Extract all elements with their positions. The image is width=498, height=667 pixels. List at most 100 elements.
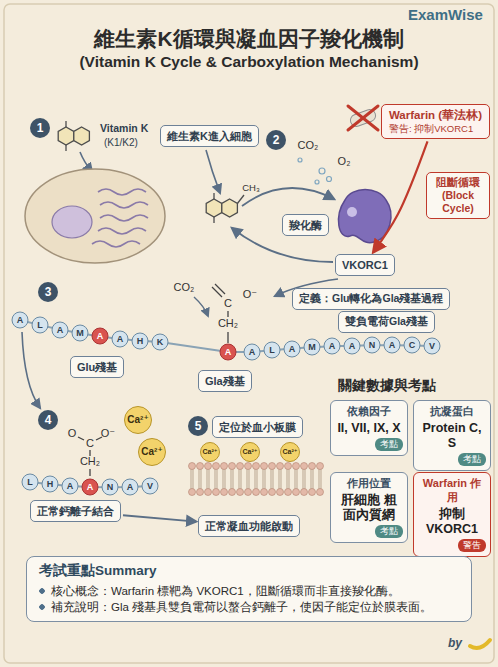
calcium-ion: Ca²⁺ bbox=[240, 442, 260, 462]
node-text: 依賴因子 bbox=[335, 405, 403, 419]
art-shape bbox=[78, 437, 84, 440]
chem-label: C bbox=[86, 437, 94, 450]
art-shape bbox=[89, 469, 90, 476]
node-text: 作用位置 bbox=[335, 477, 403, 491]
amino-bead: C bbox=[404, 337, 421, 354]
credit: by bbox=[448, 636, 462, 650]
subtitle: (Vitamin K Cycle & Carboxylation Mechani… bbox=[79, 53, 418, 72]
connector-arrow bbox=[123, 515, 196, 521]
node-text: 維生素K進入細胞 bbox=[167, 129, 252, 143]
platelet-membrane bbox=[188, 462, 324, 496]
art-shape bbox=[92, 241, 140, 247]
node-text: 阻斷循環 (Block Cycle) bbox=[433, 176, 483, 215]
node-text: 抗凝蛋白 bbox=[418, 405, 486, 419]
art-shape bbox=[327, 177, 332, 182]
node-text: 正常凝血功能啟動 bbox=[205, 519, 293, 533]
node-text: 雙負電荷Gla殘基 bbox=[345, 315, 428, 329]
amino-bead: N bbox=[102, 479, 119, 496]
node-subtext: 補充說明：Gla 殘基具雙負電荷以螯合鈣離子，使因子能定位於膜表面。 bbox=[39, 599, 459, 615]
node-subtext: 警告 bbox=[458, 539, 486, 552]
amino-bead: K bbox=[152, 334, 169, 351]
vitamin-k-molecule bbox=[206, 193, 244, 223]
step-box: 維生素K進入細胞 bbox=[160, 125, 259, 147]
callout-number: 2 bbox=[266, 130, 286, 150]
art-shape bbox=[100, 215, 148, 221]
art-shape bbox=[213, 193, 214, 199]
warfarin-pill bbox=[348, 106, 378, 130]
amino-bead: A bbox=[82, 479, 99, 496]
chem-label: CO₂ bbox=[298, 139, 319, 152]
art-shape bbox=[25, 169, 165, 263]
node-subtext: 抑制 VKORC1 bbox=[418, 507, 486, 537]
enzyme-label: 羧化酶 bbox=[282, 214, 329, 236]
art-shape bbox=[206, 199, 222, 217]
art-shape bbox=[348, 106, 378, 130]
art-shape bbox=[52, 206, 92, 238]
node-text: Gla殘基 bbox=[205, 374, 245, 388]
art-shape bbox=[213, 217, 214, 223]
amino-bead: M bbox=[72, 325, 89, 342]
node-text: Warfarin (華法林) bbox=[389, 108, 482, 123]
key-card: 依賴因子II, VII, IX, X考點 bbox=[330, 400, 408, 456]
amino-bead: A bbox=[324, 338, 341, 355]
art-shape bbox=[212, 287, 222, 297]
gla-bonds bbox=[212, 284, 228, 343]
art-shape bbox=[65, 145, 66, 151]
chem-label: O bbox=[68, 427, 77, 440]
chem-label: O⁻ bbox=[243, 288, 257, 301]
chem-label: O⁻ bbox=[101, 427, 115, 440]
brand-mark: ExamWise bbox=[408, 6, 483, 24]
amino-bead: A bbox=[12, 312, 29, 329]
amino-bead: A bbox=[112, 330, 129, 347]
node-subtext: 考點 bbox=[458, 453, 486, 466]
key-card: Warfarin 作用抑制 VKORC1 警告 bbox=[413, 472, 491, 557]
amino-bead: A bbox=[344, 337, 361, 354]
co2-arrow bbox=[194, 297, 208, 316]
amino-bead: A bbox=[220, 344, 237, 361]
art-shape bbox=[92, 189, 148, 247]
enzyme-label: VKORC1 bbox=[335, 254, 395, 276]
calcium-ion: Ca²⁺ bbox=[138, 438, 166, 466]
node-text: VKORC1 bbox=[342, 258, 388, 272]
art-shape bbox=[215, 284, 225, 294]
node-text: Glu殘基 bbox=[77, 360, 117, 374]
calcium-ion: Ca²⁺ bbox=[280, 442, 300, 462]
art-shape bbox=[348, 106, 378, 130]
art-shape bbox=[298, 158, 302, 162]
node-text: 定位於血小板膜 bbox=[219, 420, 296, 434]
art-shape bbox=[98, 228, 146, 234]
result-box: 定位於血小板膜 bbox=[212, 416, 303, 438]
amino-bead: V bbox=[424, 338, 441, 355]
amino-bead: A bbox=[62, 478, 79, 495]
art-shape bbox=[222, 199, 238, 217]
connector-arrow bbox=[373, 141, 427, 252]
chem-label: Vitamin K bbox=[100, 122, 148, 135]
gas-bubbles bbox=[298, 158, 332, 184]
node-subtext: 考點 bbox=[375, 438, 403, 451]
art-shape bbox=[89, 450, 90, 456]
chem-label: O₂ bbox=[338, 155, 351, 168]
section-heading: 關鍵數據與考點 bbox=[338, 378, 436, 394]
node-text: 定義：Glu轉化為Gla殘基過程 bbox=[299, 292, 443, 306]
art-shape bbox=[339, 190, 391, 243]
node-text: Warfarin 作用 bbox=[418, 477, 486, 505]
result-box: 正常凝血功能啟動 bbox=[198, 515, 300, 537]
calcium-ion: Ca²⁺ bbox=[200, 442, 220, 462]
amino-bead: A bbox=[244, 344, 261, 361]
node-subtext: 考點 bbox=[375, 525, 403, 538]
uptake-arrow bbox=[206, 150, 220, 193]
art-shape bbox=[65, 121, 66, 127]
chem-label: CO₂ bbox=[174, 281, 195, 294]
callout-number: 3 bbox=[38, 282, 58, 302]
amino-bead: A bbox=[122, 479, 139, 496]
node-subtext: 警告: 抑制VKORC1 bbox=[389, 123, 482, 135]
node-subtext: 肝細胞 粗面內質網 bbox=[335, 493, 403, 523]
amino-bead: A bbox=[384, 337, 401, 354]
amino-bead: L bbox=[264, 342, 281, 359]
callout-number: 4 bbox=[38, 410, 58, 430]
amino-bead: N bbox=[364, 337, 381, 354]
amino-bead: A bbox=[284, 340, 301, 357]
key-card: 抗凝蛋白Protein C, S考點 bbox=[413, 400, 491, 471]
